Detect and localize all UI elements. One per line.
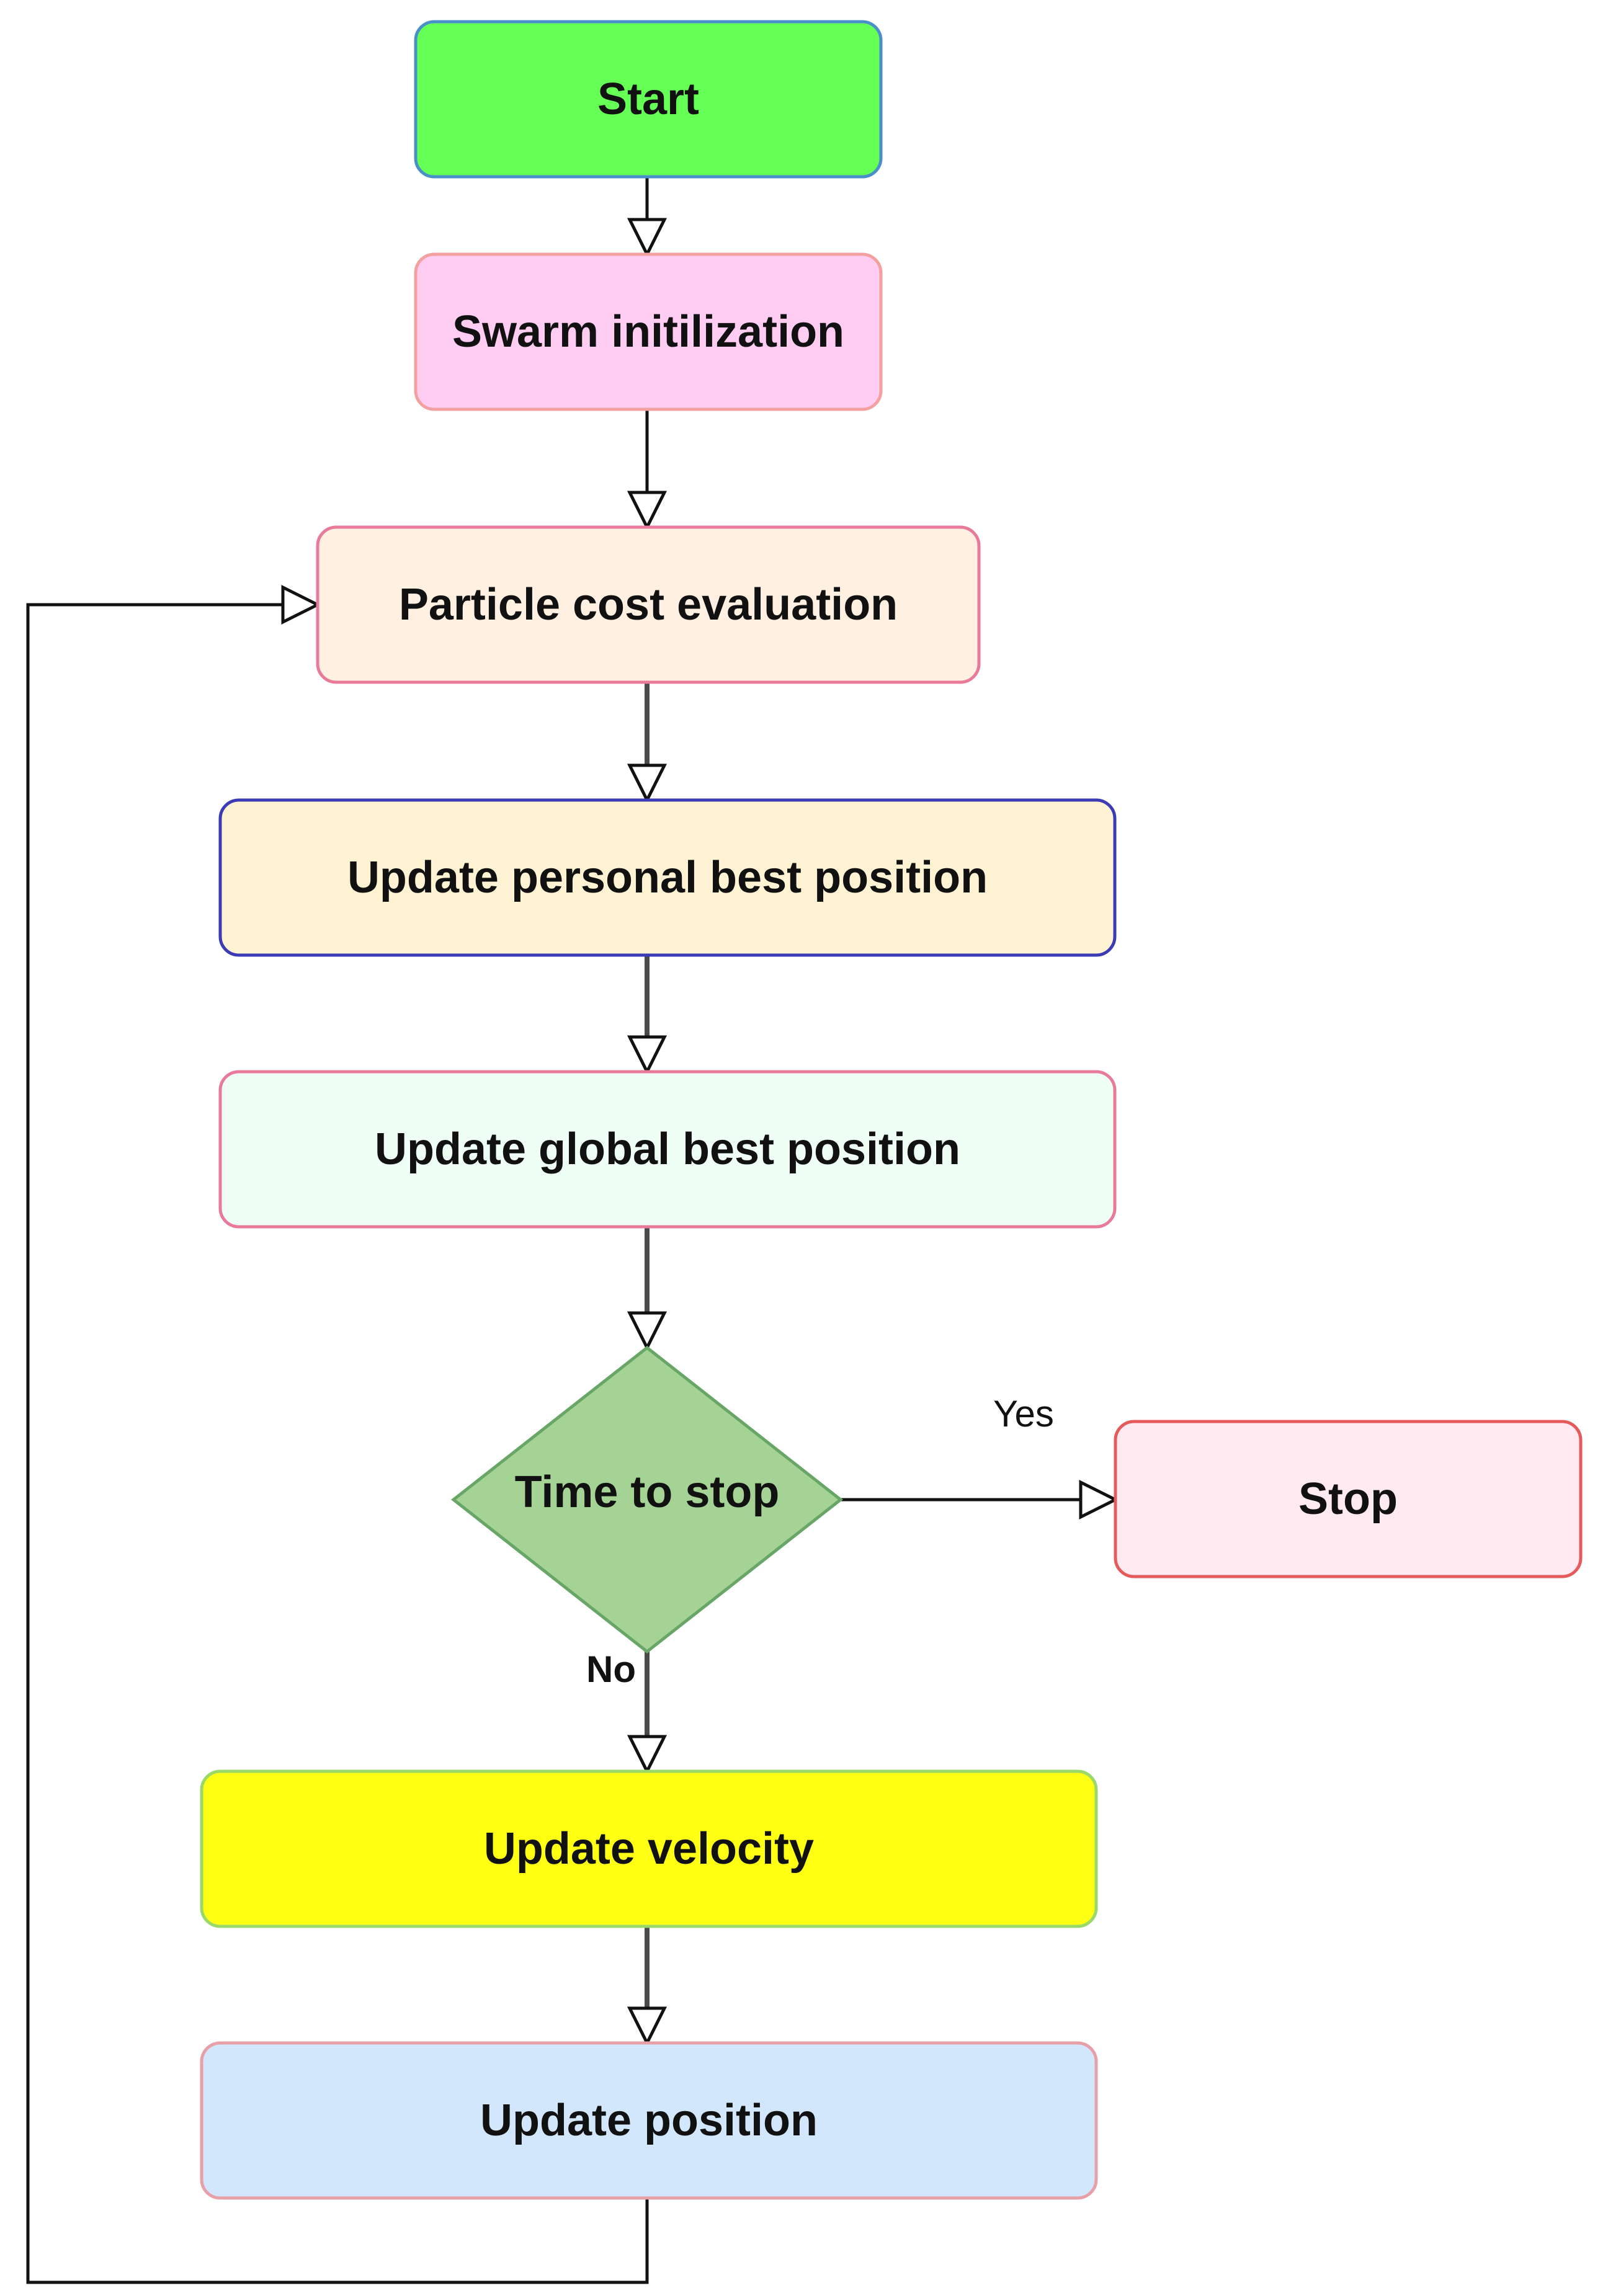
node-init: Swarm initilization [414, 252, 883, 411]
process-box [316, 525, 981, 684]
node-gbest: Update global best position [218, 1070, 1117, 1229]
node-position: Update position [200, 2041, 1098, 2200]
edge-position-to-eval [26, 584, 649, 2284]
edge-start-to-init [627, 177, 668, 258]
edge-pbest-to-gbest [627, 955, 668, 1075]
loop-back-line [26, 603, 649, 2284]
process-box [218, 798, 1117, 957]
arrowhead [627, 2006, 668, 2047]
process-box [200, 1769, 1098, 1928]
node-decide: Time to stop [450, 1345, 844, 1654]
process-box [414, 20, 883, 179]
node-pbest: Update personal best position [218, 798, 1117, 957]
node-label: Time to stop [515, 1467, 780, 1517]
process-box [218, 1070, 1117, 1229]
node-label: Particle cost evaluation [399, 580, 898, 630]
arrowhead [627, 491, 668, 531]
edge-decide-to-stop: Yes [841, 1393, 1119, 1520]
arrowhead [1079, 1479, 1119, 1520]
arrowhead [627, 1735, 668, 1775]
node-label: Swarm initilization [452, 307, 844, 357]
node-label: Stop [1298, 1474, 1398, 1524]
arrowhead [627, 763, 668, 804]
edge-eval-to-pbest [627, 682, 668, 804]
process-box [200, 2041, 1098, 2200]
arrowhead [627, 218, 668, 258]
arrowhead [627, 1035, 668, 1075]
node-label: Update global best position [375, 1124, 960, 1174]
edge-init-to-eval [627, 409, 668, 531]
node-label: Update velocity [484, 1824, 814, 1874]
edge-velocity-to-position [627, 1926, 668, 2047]
node-start: Start [414, 20, 883, 179]
edge-label-yes: Yes [993, 1393, 1054, 1435]
node-label: Update position [480, 2096, 818, 2145]
edge-gbest-to-decide [627, 1227, 668, 1351]
edge-label-no: No [586, 1649, 636, 1690]
arrowhead [281, 584, 321, 625]
node-velocity: Update velocity [200, 1769, 1098, 1928]
process-box [414, 252, 883, 411]
edge-decide-to-velocity: No [586, 1649, 668, 1775]
node-eval: Particle cost evaluation [316, 525, 981, 684]
arrowhead [627, 1311, 668, 1351]
decision-diamond [450, 1345, 844, 1654]
process-box [1114, 1420, 1583, 1578]
node-label: Update personal best position [347, 853, 988, 902]
node-stop: Stop [1114, 1420, 1583, 1578]
node-label: Start [597, 74, 699, 124]
